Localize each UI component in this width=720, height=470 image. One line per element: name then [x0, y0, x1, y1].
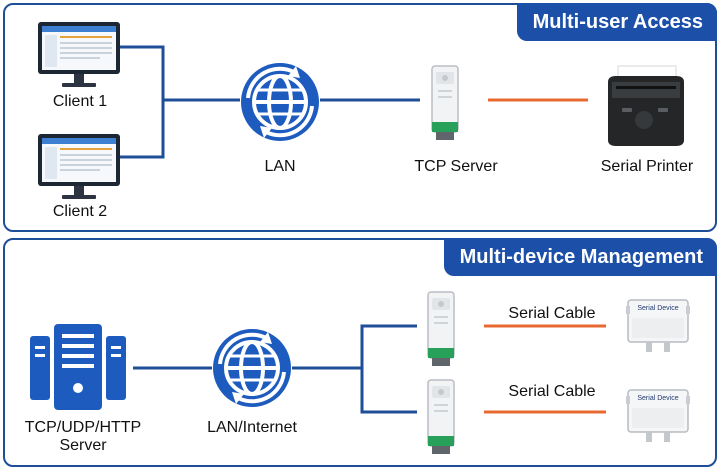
client1-label: Client 1 — [52, 93, 108, 110]
tcp-server-module-icon — [431, 65, 459, 140]
multi-user-access-panel: Multi-user Access — [3, 3, 717, 232]
client2-label: Client 2 — [52, 203, 108, 220]
server-icon — [30, 324, 126, 410]
server-label-line1: TCP/UDP/HTTP — [24, 419, 142, 436]
serial-device1-enclosure-icon — [626, 299, 690, 352]
lan-globe-icon — [241, 63, 319, 141]
serial-device2-enclosure-icon — [626, 389, 690, 442]
serial-device2: Serial Device — [626, 386, 690, 446]
serial-printer-label: Serial Printer — [600, 158, 694, 175]
branch-module2-link — [360, 368, 417, 414]
multi-device-management-banner: Multi-device Management — [443, 238, 717, 276]
tcp-server-label: TCP Server — [414, 158, 498, 175]
serial-printer-icon — [608, 65, 684, 146]
server-label: TCP/UDP/HTTP Server — [8, 419, 158, 455]
serial-cable2-label: Serial Cable — [508, 383, 596, 400]
client1-link — [120, 45, 165, 100]
multi-device-management-panel: Multi-device Management — [3, 238, 717, 467]
branch-module1-link — [360, 324, 417, 368]
client2-monitor-icon — [38, 134, 120, 199]
serial-module2-icon — [427, 379, 455, 454]
serial-cable1-label: Serial Cable — [508, 305, 596, 322]
lan-internet-label: LAN/Internet — [207, 419, 297, 436]
multi-user-access-banner: Multi-user Access — [516, 3, 717, 41]
lan-internet-globe-icon — [213, 329, 291, 407]
serial-device2-label: Serial Device — [637, 395, 679, 402]
serial-device1-label: Serial Device — [637, 305, 679, 312]
server-label-line2: Server — [59, 437, 107, 454]
serial-device1: Serial Device — [626, 296, 690, 356]
client2-link — [120, 100, 165, 159]
serial-module1-icon — [427, 291, 455, 366]
lan-label: LAN — [264, 158, 296, 175]
client1-monitor-icon — [38, 22, 120, 87]
